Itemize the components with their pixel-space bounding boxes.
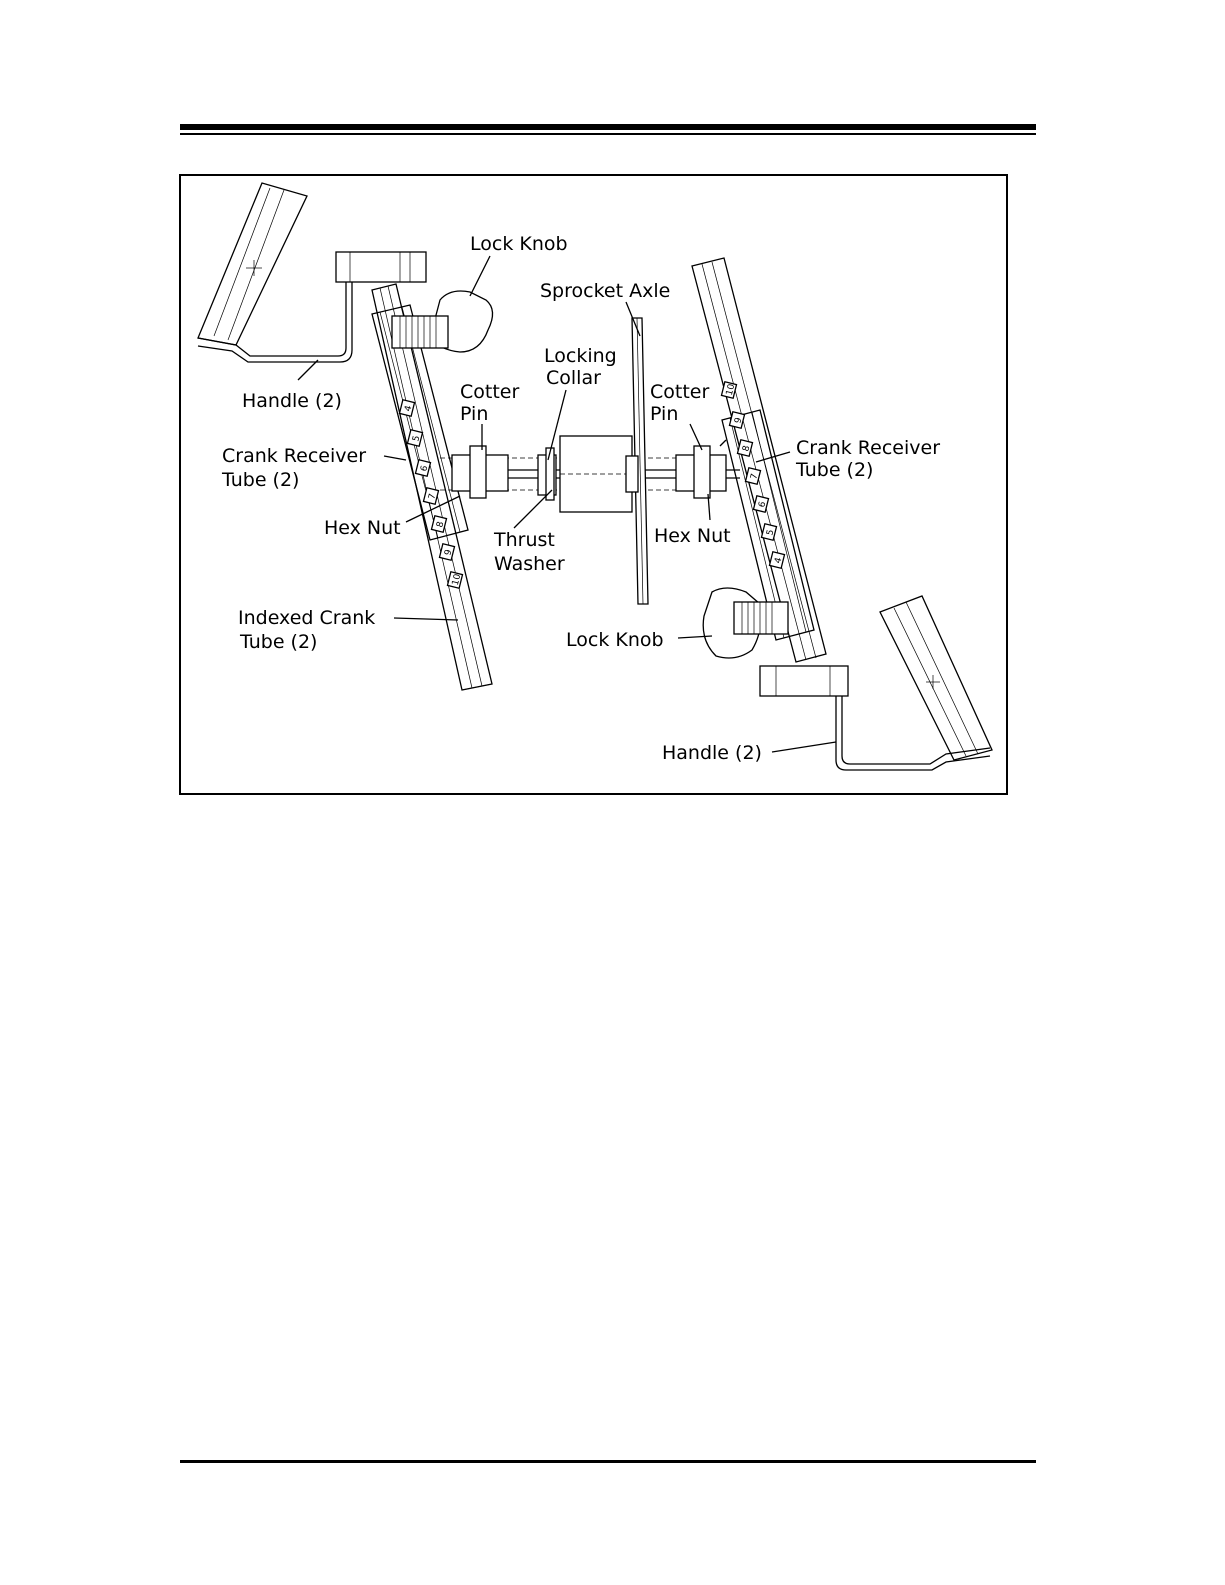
label-crank-receiver-right: Tube (2): [795, 459, 873, 481]
label-thrust-washer: Washer: [494, 553, 565, 575]
lock-knob-top: [392, 291, 493, 352]
right-tube-ticks: 10 9 8 7 6 5 4: [721, 382, 784, 568]
label-crank-receiver-right: Crank Receiver: [796, 437, 940, 459]
label-cotter-pin-left: Pin: [460, 403, 488, 425]
label-handle-right: Handle (2): [662, 742, 762, 764]
right-handle: [760, 596, 992, 770]
label-handle-left: Handle (2): [242, 390, 342, 412]
lock-knob-bottom: [703, 588, 788, 658]
label-thrust-washer: Thrust: [493, 529, 555, 551]
label-lock-knob-bottom: Lock Knob: [566, 629, 664, 651]
label-hex-nut-left: Hex Nut: [324, 517, 401, 539]
label-sprocket-axle: Sprocket Axle: [540, 280, 670, 302]
label-cotter-pin-right: Cotter: [650, 381, 709, 403]
label-lock-knob-top: Lock Knob: [470, 233, 568, 255]
label-crank-receiver-left: Tube (2): [221, 469, 299, 491]
label-cotter-pin-left: Cotter: [460, 381, 519, 403]
label-locking-collar: Locking: [544, 345, 617, 367]
label-cotter-pin-right: Pin: [650, 403, 678, 425]
left-tube-ticks: 4 5 6 7 8 9 10: [399, 400, 463, 588]
label-indexed-crank: Tube (2): [239, 631, 317, 653]
label-crank-receiver-left: Crank Receiver: [222, 445, 366, 467]
label-locking-collar: Collar: [546, 367, 601, 389]
label-indexed-crank: Indexed Crank: [238, 607, 375, 629]
label-hex-nut-right: Hex Nut: [654, 525, 731, 547]
